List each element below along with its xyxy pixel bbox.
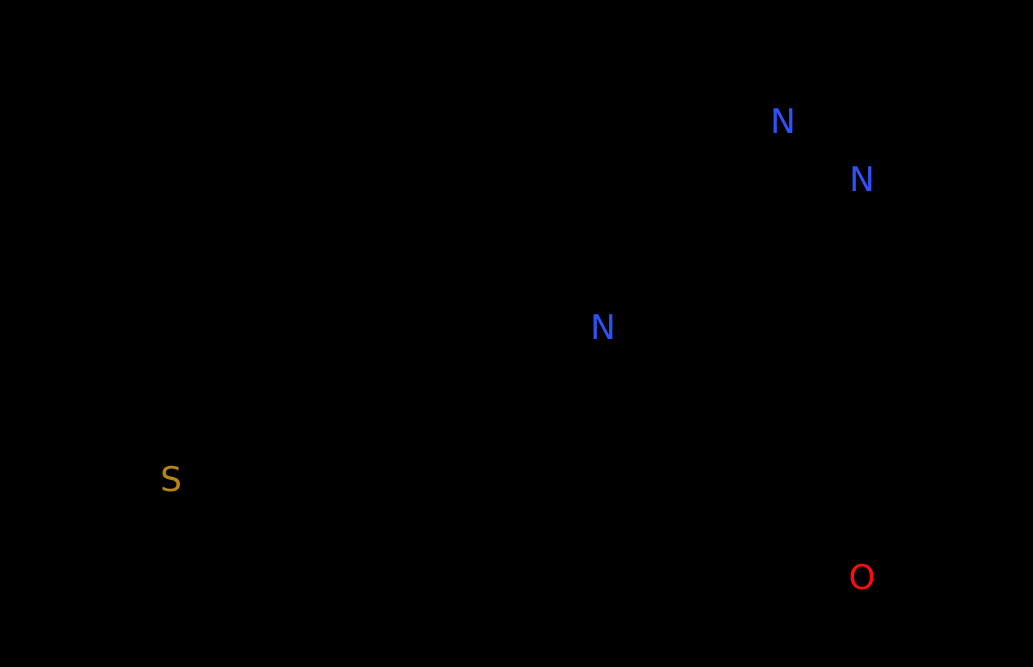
atom-nitrogen-3: N [590,308,616,348]
atom-nitrogen-1: N [770,102,796,142]
atom-oxygen: O [848,558,876,598]
atom-sulfur: S [160,460,182,500]
atom-nitrogen-2: N [849,160,875,200]
